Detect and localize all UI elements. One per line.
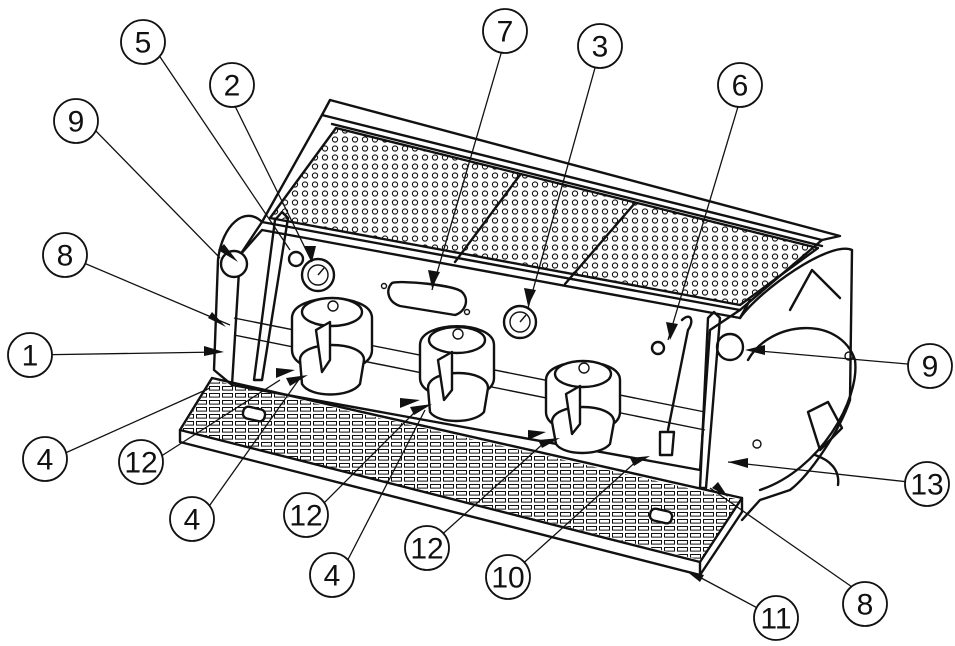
display-window	[380, 280, 471, 317]
callout-13: 13	[904, 461, 950, 507]
callout-4a-label: 4	[37, 444, 54, 477]
callout-11: 11	[753, 595, 799, 641]
callout-8b: 8	[842, 581, 888, 627]
callout-8a-label: 8	[57, 240, 74, 273]
callout-2: 2	[209, 62, 255, 108]
callout-13-label: 13	[910, 469, 943, 502]
steam-wand-left	[252, 210, 290, 382]
callout-9a: 9	[53, 98, 99, 144]
group-head-3	[544, 359, 622, 455]
callout-6-label: 6	[732, 70, 749, 103]
steam-knob-left	[219, 249, 249, 279]
callout-8b-label: 8	[857, 589, 874, 622]
callout-2-label: 2	[224, 70, 241, 103]
group-head-2	[418, 325, 496, 423]
hot-water-button	[650, 340, 666, 356]
callout-5: 5	[120, 19, 166, 65]
callout-10: 10	[485, 554, 531, 600]
callout-12c-label: 12	[410, 533, 443, 566]
power-switch	[287, 250, 305, 268]
callout-8a: 8	[42, 232, 88, 278]
callout-3-label: 3	[592, 31, 609, 64]
cup-warmer	[260, 98, 842, 312]
callout-4b-label: 4	[184, 504, 201, 537]
callout-4b: 4	[169, 496, 215, 542]
steam-wand-right	[658, 310, 722, 490]
callout-12c: 12	[404, 525, 450, 571]
group-head-1	[290, 296, 374, 396]
callout-12a: 12	[118, 439, 164, 485]
callout-12a-label: 12	[124, 447, 157, 480]
steam-knob-right	[715, 332, 745, 362]
pressure-gauge-left	[300, 257, 336, 293]
callout-10-label: 10	[491, 562, 524, 595]
callout-6: 6	[717, 62, 763, 108]
callout-12b: 12	[283, 492, 329, 538]
callout-9a-label: 9	[68, 106, 85, 139]
pressure-gauge-right	[502, 304, 538, 340]
callout-9b-label: 9	[922, 351, 939, 384]
callout-1-label: 1	[22, 340, 39, 373]
callout-7: 7	[482, 8, 528, 54]
callout-12b-label: 12	[289, 500, 322, 533]
callout-3: 3	[577, 23, 623, 69]
callout-11-label: 11	[760, 603, 791, 636]
callout-4a: 4	[22, 436, 68, 482]
callout-4c: 4	[309, 552, 355, 598]
callout-7-label: 7	[497, 16, 514, 49]
callout-4c-label: 4	[324, 560, 341, 593]
leader-lines	[29, 39, 931, 619]
callout-5-label: 5	[135, 27, 152, 60]
callout-1: 1	[7, 332, 53, 378]
callout-9b: 9	[907, 343, 953, 389]
drip-tray	[178, 376, 744, 577]
